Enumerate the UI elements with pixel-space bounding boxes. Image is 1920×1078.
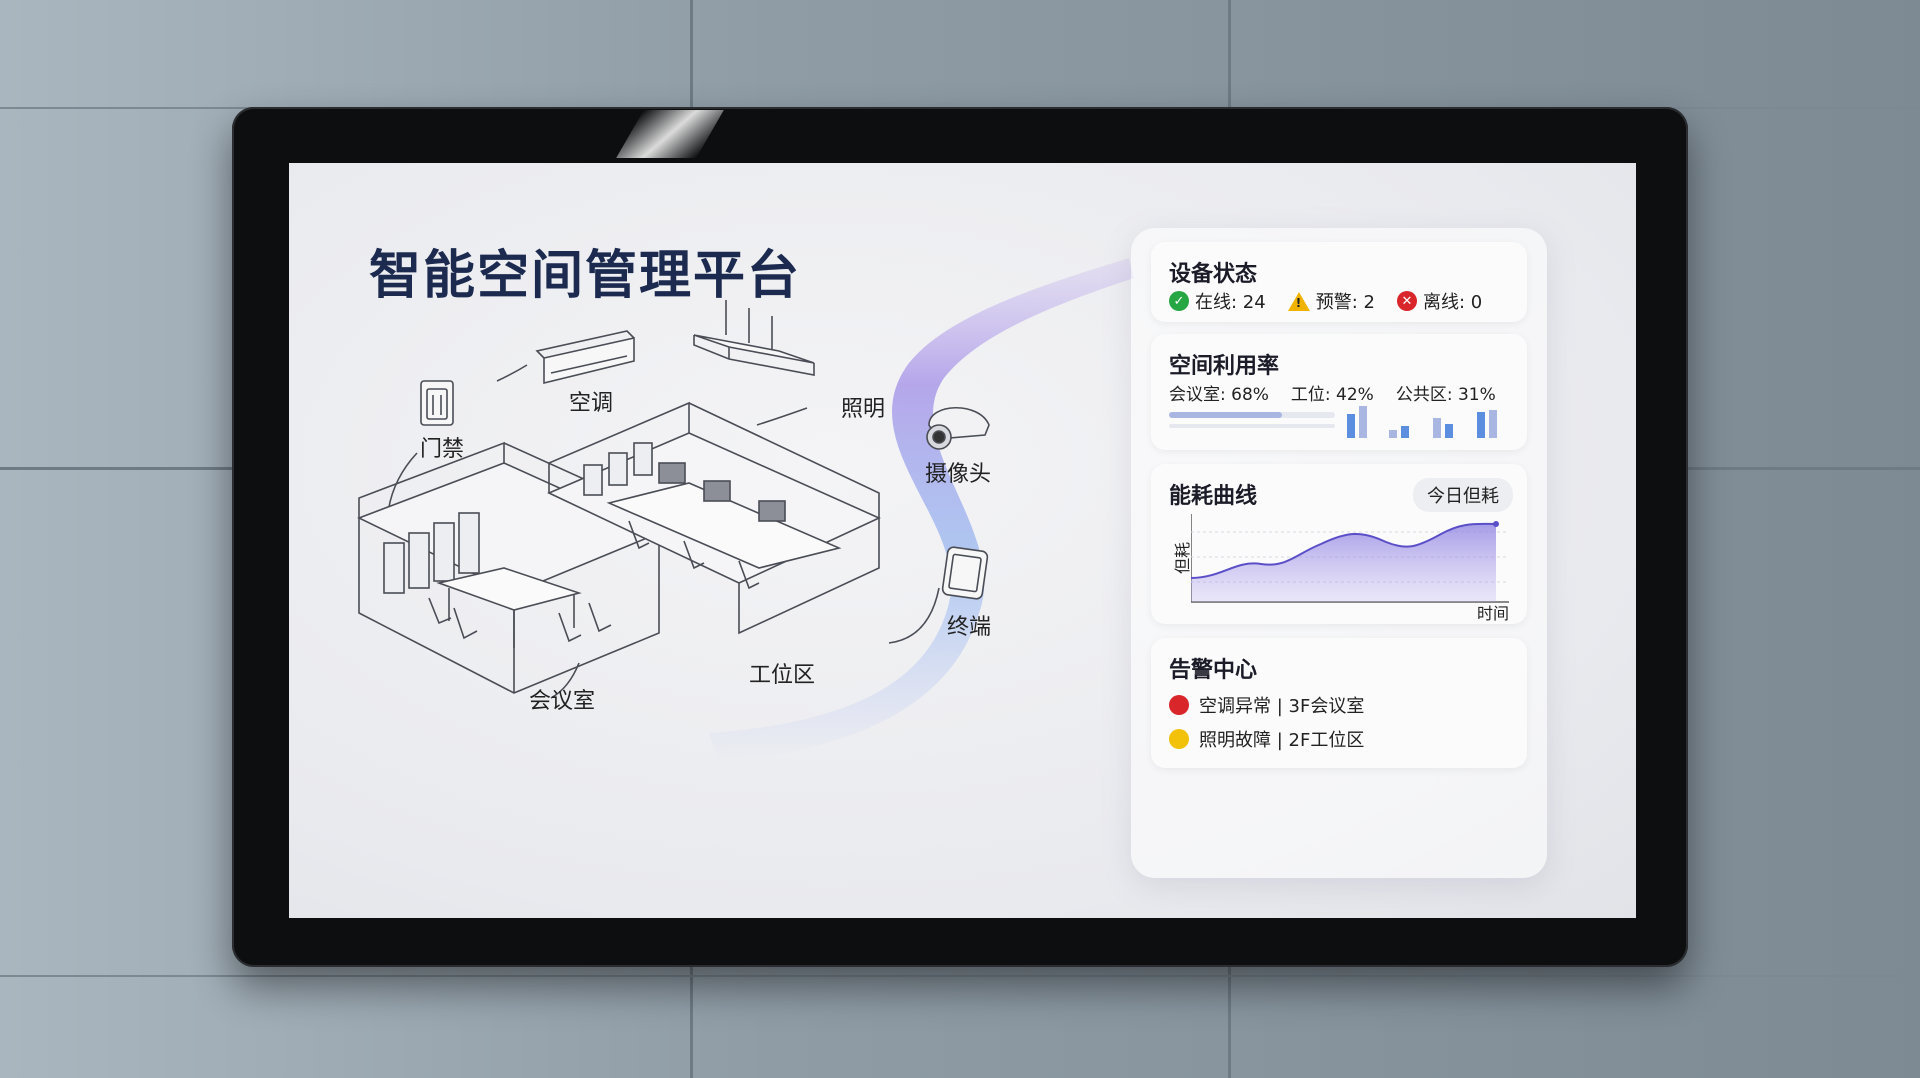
alert-center-title: 告警中心 [1169,658,1258,683]
check-icon: ✓ [1169,291,1189,311]
meeting-room-model [356,441,662,694]
wall-seam [0,975,1920,977]
energy-xlabel: 时间 [1476,604,1509,623]
utilization-card[interactable]: 空间利用率 会议室: 68% 工位: 42% 公共区: 31% [1151,334,1527,450]
energy-range-toggle[interactable]: 今日但耗 [1413,478,1513,512]
secondary-progress-track [1169,424,1335,428]
online-stat: ✓ 在线: 24 [1169,288,1266,314]
device-status-title: 设备状态 [1169,262,1258,287]
connector-line [888,587,940,644]
offline-stat: ✕ 离线: 0 [1396,288,1483,314]
warning-icon: ! [1287,291,1310,311]
label-ac: 空调 [569,391,614,416]
alert-center-card[interactable]: 告警中心 空调异常 | 3F会议室 照明故障 | 2F工位区 [1151,638,1527,768]
ceiling-lamp-icon [693,300,815,376]
utilization-mini-bars [1347,406,1497,438]
label-lighting: 照明 [841,397,886,422]
label-camera: 摄像头 [925,462,992,487]
alert-item-text: 空调异常 | 3F会议室 [1199,696,1365,717]
label-meeting: 会议室 [529,689,596,714]
camera-icon [926,406,990,450]
offline-count: 离线: 0 [1422,292,1483,313]
connector-line [756,407,808,426]
terminal-icon [941,546,989,600]
warning-count: 预警: 2 [1315,292,1375,313]
public-utilization: 公共区: 31% [1395,385,1496,405]
energy-ylabel: 但耗 [1173,541,1193,575]
label-terminal: 终端 [947,615,992,640]
alert-item[interactable]: 空调异常 | 3F会议室 [1169,692,1364,718]
access-control-icon [420,380,454,426]
meeting-progress-track [1169,412,1335,418]
workstation-model [547,401,881,635]
page-title: 智能空间管理平台 [369,246,802,306]
air-conditioner-icon [535,330,635,385]
online-count: 在线: 24 [1195,292,1266,313]
display-screen: 智能空间管理平台 [289,163,1636,918]
alert-item-text: 照明故障 | 2F工位区 [1199,730,1365,751]
alert-critical-icon [1169,695,1189,715]
floor-plan-illustration [356,258,1134,763]
label-access: 门禁 [420,437,465,462]
energy-card[interactable]: 能耗曲线 今日但耗 但耗 [1151,464,1527,624]
data-flow-ribbon [709,258,1134,763]
warning-stat: ! 预警: 2 [1287,288,1375,314]
connector-line [496,364,528,382]
meeting-progress-fill [1169,412,1282,418]
device-status-card[interactable]: 设备状态 ✓ 在线: 24 ! 预警: 2 ✕ 离线: 0 [1151,242,1527,322]
energy-chart [1191,514,1509,603]
alert-warning-icon [1169,729,1189,749]
label-workstation: 工位区 [749,663,816,688]
alert-item[interactable]: 照明故障 | 2F工位区 [1169,726,1364,752]
utilization-title: 空间利用率 [1169,354,1280,379]
meeting-utilization: 会议室: 68% [1169,385,1269,405]
energy-title: 能耗曲线 [1169,484,1258,509]
dashboard-panel: 设备状态 ✓ 在线: 24 ! 预警: 2 ✕ 离线: 0 空间利用率 会议室: [1131,228,1547,878]
workstation-utilization: 工位: 42% [1290,385,1374,405]
error-icon: ✕ [1396,291,1417,311]
